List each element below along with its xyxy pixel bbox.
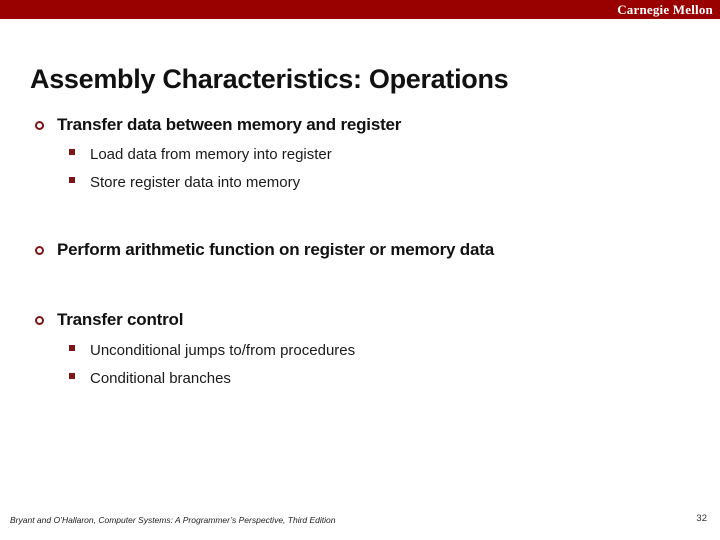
sub-bullet-label: Unconditional jumps to/from procedures bbox=[90, 341, 356, 359]
brand-label: Carnegie Mellon bbox=[617, 1, 713, 17]
circle-bullet-icon bbox=[35, 315, 44, 325]
circle-bullet-icon bbox=[35, 120, 44, 130]
bullet-label: Perform arithmetic function on register … bbox=[57, 240, 494, 259]
header-bar: Carnegie Mellon bbox=[0, 0, 720, 19]
sub-bullet-label: Load data from memory into register bbox=[90, 145, 332, 163]
slide-title: Assembly Characteristics: Operations bbox=[30, 64, 509, 95]
bullet-item: Transfer data between memory and registe… bbox=[35, 114, 401, 136]
sub-bullet-item: Load data from memory into register bbox=[69, 144, 332, 164]
sub-bullet-item: Conditional branches bbox=[69, 368, 231, 388]
square-bullet-icon bbox=[69, 149, 75, 155]
square-bullet-icon bbox=[69, 345, 75, 351]
bullet-item: Transfer control bbox=[35, 309, 183, 331]
square-bullet-icon bbox=[69, 177, 75, 183]
bullet-label: Transfer control bbox=[57, 310, 184, 329]
bullet-label: Transfer data between memory and registe… bbox=[57, 115, 402, 134]
footer-citation: Bryant and O’Hallaron, Computer Systems:… bbox=[10, 515, 336, 525]
page-number: 32 bbox=[696, 513, 707, 524]
sub-bullet-label: Conditional branches bbox=[90, 369, 231, 387]
sub-bullet-item: Store register data into memory bbox=[69, 172, 300, 192]
bullet-item: Perform arithmetic function on register … bbox=[35, 239, 494, 261]
square-bullet-icon bbox=[69, 373, 75, 379]
sub-bullet-item: Unconditional jumps to/from procedures bbox=[69, 340, 355, 360]
circle-bullet-icon bbox=[35, 245, 44, 255]
sub-bullet-label: Store register data into memory bbox=[90, 173, 301, 191]
